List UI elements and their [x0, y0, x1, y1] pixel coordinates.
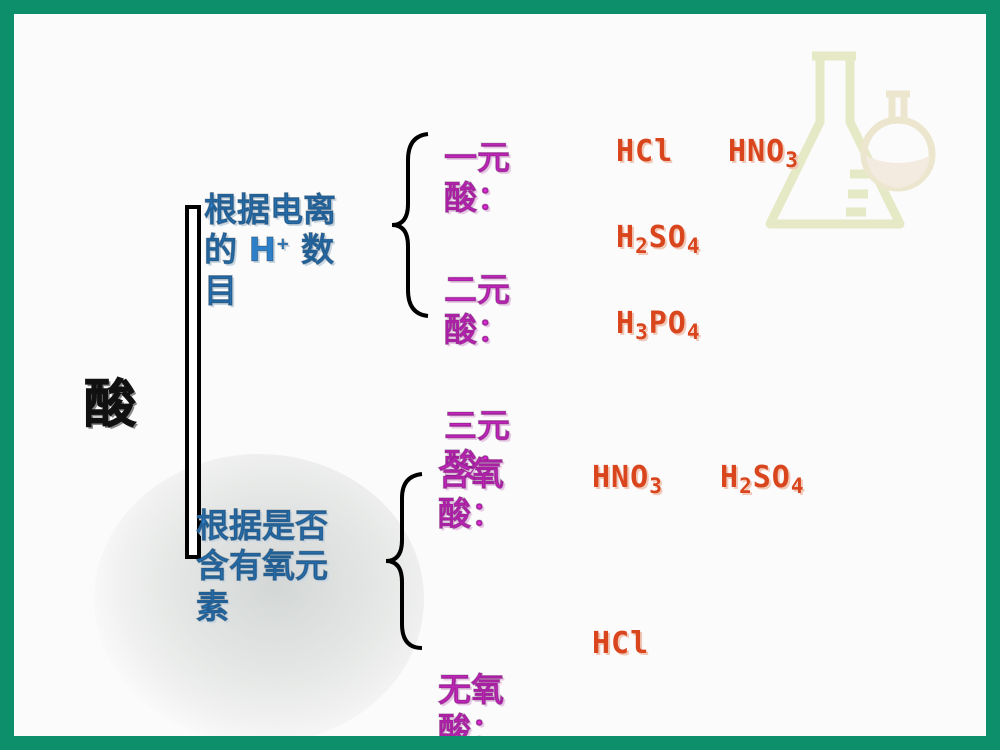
slide: 酸 根据电离 的 H+ 数 目 一元 酸： 二元 酸： 三元 酸： HCl HN… [14, 14, 986, 736]
flask-icon [765, 51, 936, 229]
lab-photo-decoration [94, 454, 424, 736]
diprotic-acid-label: 二元 酸： [444, 269, 511, 350]
formula-hydracid-hcl: HCl [592, 626, 650, 661]
formula-hcl: HCl [616, 134, 674, 169]
formula-hno3: HNO3 [728, 134, 799, 172]
category-ionizable-h-label: 根据电离 的 H+ 数 目 [203, 189, 336, 310]
formula-h3po4: H3PO4 [616, 306, 701, 344]
vertical-bracket-bar [185, 205, 201, 559]
formula-oxy-hno3: HNO3 [592, 460, 663, 498]
formula-h2so4: H2SO4 [616, 220, 701, 258]
category-oxygen-label: 根据是否 含有氧元 素 [196, 505, 329, 626]
brace-oxygen [385, 472, 423, 650]
triprotic-acid-label: 三元 酸： [444, 405, 511, 486]
oxyacid-label: 含氧 酸： [438, 453, 505, 534]
formula-oxy-h2so4: H2SO4 [720, 460, 805, 498]
monoprotic-acid-label: 一元 酸： [444, 137, 511, 218]
hydracid-label: 无氧 酸： [438, 669, 505, 736]
acid-title: 酸 [83, 374, 137, 436]
brace-ionizable-h [391, 132, 429, 318]
